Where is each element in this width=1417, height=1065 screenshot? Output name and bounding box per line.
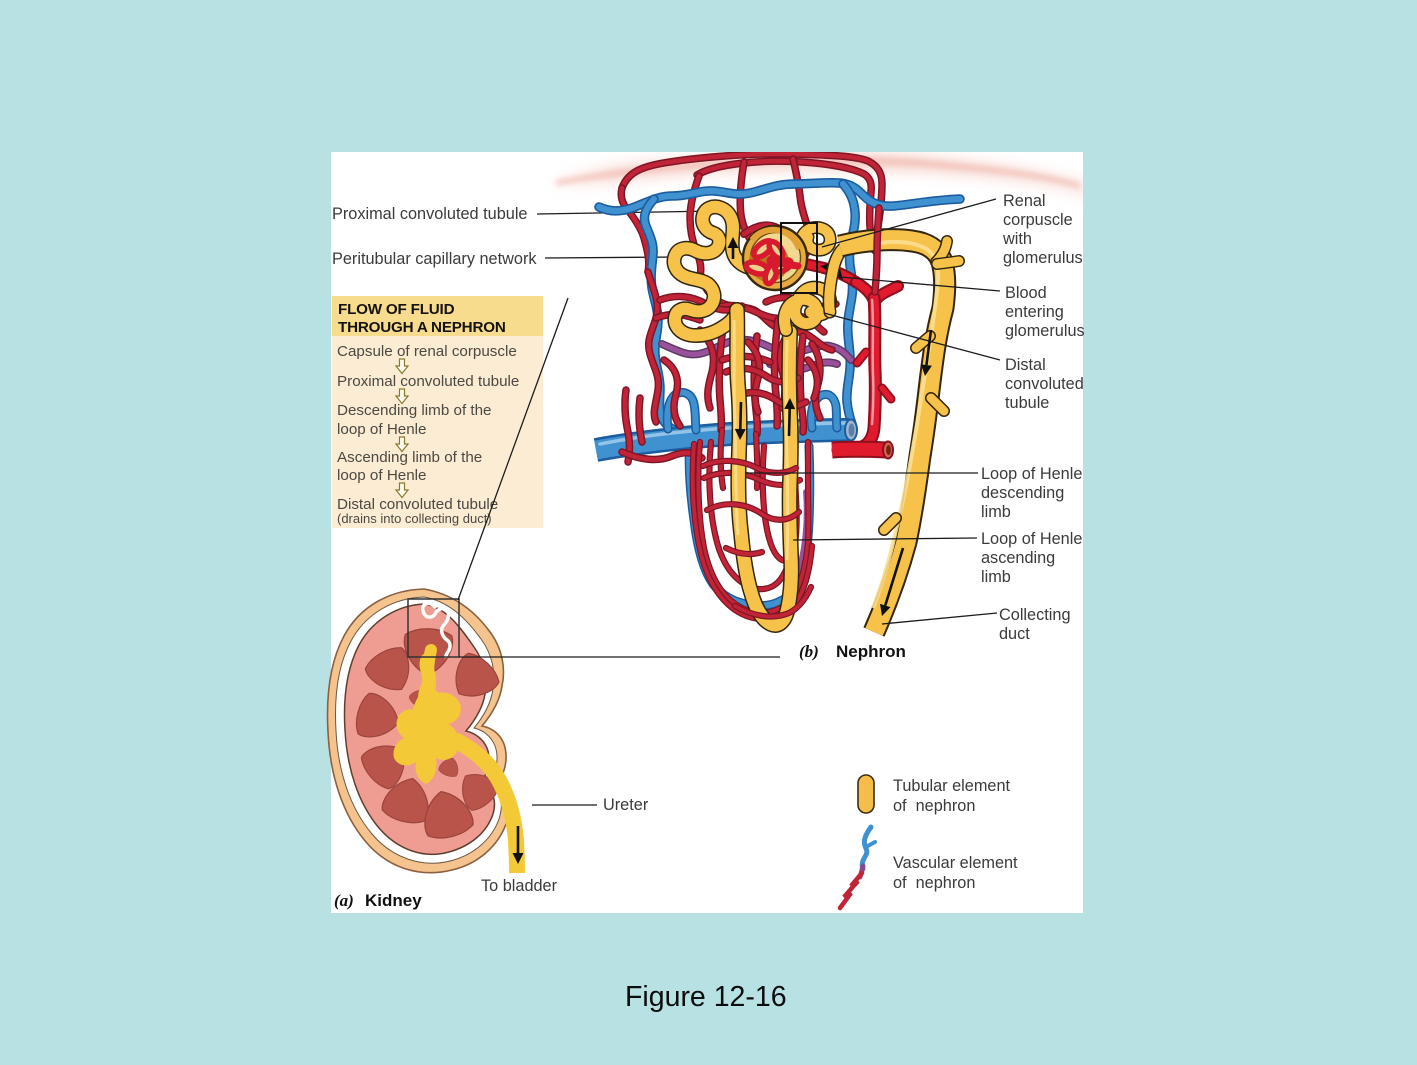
svg-text:Ureter: Ureter <box>603 796 649 814</box>
svg-text:Blood: Blood <box>1005 284 1047 302</box>
svg-text:(drains into collecting duct): (drains into collecting duct) <box>337 511 492 526</box>
svg-text:Tubular element: Tubular element <box>893 777 1011 795</box>
svg-text:Peritubular capillary network: Peritubular capillary network <box>332 250 537 268</box>
svg-text:Kidney: Kidney <box>365 891 422 910</box>
svg-text:FLOW OF FLUID: FLOW OF FLUID <box>338 301 455 318</box>
svg-text:glomerulus: glomerulus <box>1003 249 1083 267</box>
svg-text:with: with <box>1002 230 1032 248</box>
svg-text:convoluted: convoluted <box>1005 375 1084 393</box>
svg-text:glomerulus: glomerulus <box>1005 322 1085 340</box>
svg-text:Ascending limb of the: Ascending limb of the <box>337 449 482 466</box>
svg-text:To bladder: To bladder <box>481 877 558 895</box>
svg-text:descending: descending <box>981 484 1064 502</box>
svg-text:entering: entering <box>1005 303 1064 321</box>
svg-text:Vascular element: Vascular element <box>893 854 1018 872</box>
svg-text:of nephron: of nephron <box>893 797 975 815</box>
svg-text:loop of Henle: loop of Henle <box>337 421 427 438</box>
svg-text:Loop of Henle: Loop of Henle <box>981 465 1082 483</box>
svg-text:of nephron: of nephron <box>893 874 975 892</box>
svg-text:Collecting: Collecting <box>999 606 1071 624</box>
svg-text:limb: limb <box>981 503 1011 521</box>
svg-text:Loop of Henle: Loop of Henle <box>981 530 1082 548</box>
svg-text:corpuscle: corpuscle <box>1003 211 1073 229</box>
svg-text:THROUGH A NEPHRON: THROUGH A NEPHRON <box>338 319 506 336</box>
svg-text:Proximal convoluted tubule: Proximal convoluted tubule <box>337 373 519 390</box>
svg-text:Distal convoluted tubule: Distal convoluted tubule <box>337 496 498 513</box>
svg-text:(b): (b) <box>799 642 819 661</box>
svg-text:duct: duct <box>999 625 1030 643</box>
svg-text:Distal: Distal <box>1005 356 1046 374</box>
svg-text:loop of Henle: loop of Henle <box>337 467 427 484</box>
svg-text:Nephron: Nephron <box>836 642 906 661</box>
svg-text:Figure 12-16: Figure 12-16 <box>625 981 787 1013</box>
svg-text:tubule: tubule <box>1005 394 1049 412</box>
svg-text:ascending: ascending <box>981 549 1055 567</box>
svg-text:Descending limb of the: Descending limb of the <box>337 402 492 419</box>
svg-text:Capsule of renal corpuscle: Capsule of renal corpuscle <box>337 343 517 360</box>
svg-text:(a): (a) <box>334 891 354 910</box>
svg-text:Renal: Renal <box>1003 192 1046 210</box>
svg-text:limb: limb <box>981 568 1011 586</box>
svg-text:Proximal convoluted tubule: Proximal convoluted tubule <box>332 205 528 223</box>
